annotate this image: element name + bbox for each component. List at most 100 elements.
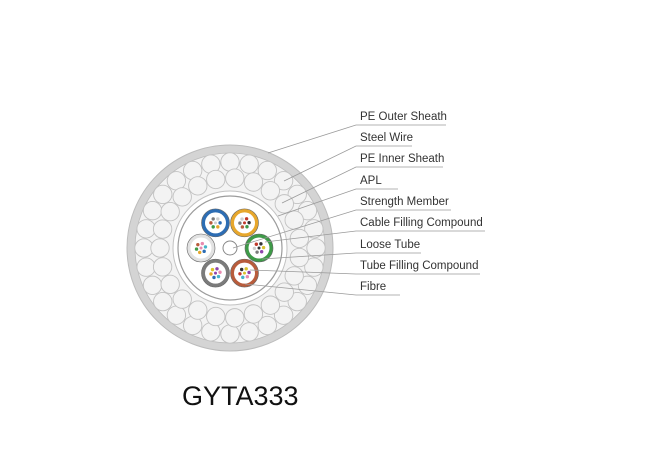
fibre	[247, 220, 251, 225]
leader-line	[232, 209, 451, 249]
fibre	[209, 272, 213, 276]
label-apl: APL	[360, 175, 382, 187]
steel-wire	[239, 154, 259, 174]
steel-wire	[153, 184, 173, 205]
fibre	[196, 242, 200, 247]
steel-wire	[284, 210, 304, 230]
fibre	[199, 246, 203, 250]
steel-wire	[273, 305, 294, 325]
loose-tube	[230, 208, 259, 238]
steel-wire	[297, 201, 318, 221]
fibre	[218, 221, 222, 225]
fibre	[212, 275, 216, 280]
steel-wire	[260, 181, 281, 201]
fibre	[254, 242, 259, 246]
cable-cross-section	[126, 144, 334, 352]
loose-tube	[186, 233, 216, 263]
fibre	[216, 274, 221, 279]
steel-wire	[284, 266, 304, 286]
fibre	[240, 225, 245, 229]
fibre	[214, 271, 217, 275]
loose-tube	[230, 258, 259, 288]
fibre	[203, 245, 208, 249]
steel-wire	[206, 169, 226, 190]
steel-wire	[160, 274, 180, 295]
fibre	[210, 267, 215, 272]
fibre	[216, 217, 220, 221]
leader-line	[267, 124, 446, 154]
label-cable-filling-compound: Cable Filling Compound	[360, 217, 483, 229]
leader-line	[264, 230, 485, 243]
fibre	[245, 275, 250, 279]
steel-wire	[306, 238, 326, 258]
component-labels: PE Outer Sheath Steel Wire PE Inner Shea…	[360, 111, 483, 293]
steel-wire	[243, 172, 264, 192]
steel-wire	[239, 322, 259, 342]
steel-wire	[243, 304, 264, 324]
steel-wire	[257, 160, 277, 181]
leader-line	[281, 166, 443, 204]
steel-wire	[274, 282, 294, 302]
loose-tubes	[186, 208, 274, 288]
label-pe-inner-sheath: PE Inner Sheath	[360, 153, 444, 165]
steel-wire	[136, 219, 156, 239]
fibre	[252, 246, 257, 251]
fibre	[211, 225, 215, 229]
strength-member	[222, 240, 238, 256]
loose-tube	[201, 258, 230, 288]
steel-wire	[220, 324, 240, 344]
fibre	[244, 217, 249, 221]
fibre	[244, 267, 248, 271]
fibre	[216, 225, 220, 229]
fibre	[194, 247, 199, 251]
steel-wire	[152, 257, 173, 277]
leader-line	[283, 145, 412, 182]
steel-wire	[150, 238, 170, 258]
fibre	[261, 245, 266, 250]
loose-tube	[201, 208, 230, 238]
label-pe-outer-sheath: PE Outer Sheath	[360, 111, 447, 123]
steel-wire	[260, 295, 281, 315]
steel-wire	[206, 306, 226, 327]
steel-wire	[188, 300, 208, 320]
steel-wire	[188, 176, 208, 196]
steel-wire	[136, 257, 156, 277]
steel-wire	[160, 201, 180, 222]
fibre	[218, 270, 222, 274]
fibre	[259, 242, 263, 246]
fibre	[202, 249, 206, 254]
fibre	[247, 270, 251, 275]
steel-wire	[166, 171, 187, 191]
cable-model-title: GYTA333	[182, 381, 299, 411]
steel-wire	[142, 275, 163, 295]
steel-wire	[273, 171, 294, 191]
steel-wire-armour	[134, 152, 326, 344]
fibre	[200, 241, 205, 246]
label-steel-wire: Steel Wire	[360, 132, 413, 144]
fibre	[240, 217, 244, 221]
steel-wire	[166, 305, 187, 325]
steel-wire	[225, 308, 245, 328]
fibre	[241, 275, 245, 280]
leader-line	[277, 188, 398, 217]
steel-wire	[152, 219, 173, 239]
fibre	[239, 267, 244, 272]
label-loose-tube: Loose Tube	[360, 239, 420, 251]
steel-wire	[274, 194, 294, 214]
leader-line	[261, 252, 421, 260]
fibre	[257, 246, 261, 250]
fibre	[197, 250, 202, 255]
apl-layer	[177, 195, 283, 301]
fibre	[255, 250, 259, 254]
steel-wire	[142, 201, 163, 221]
fibre	[243, 271, 246, 275]
label-fibre: Fibre	[360, 281, 386, 293]
steel-wire	[289, 228, 309, 249]
leader-line	[249, 269, 480, 275]
fibre	[238, 272, 242, 276]
steel-wire	[153, 291, 173, 312]
fibre	[245, 225, 249, 229]
leader-lines	[232, 124, 485, 296]
steel-wire	[225, 168, 245, 188]
